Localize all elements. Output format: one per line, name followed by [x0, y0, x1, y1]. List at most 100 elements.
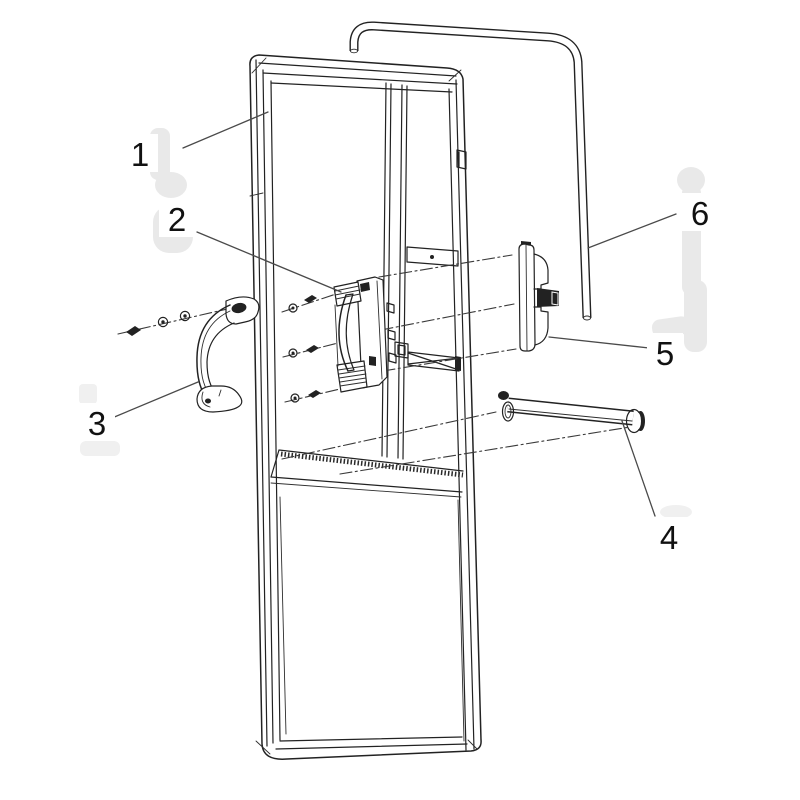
lock-unit [518, 241, 559, 352]
callout-1-bg [122, 134, 158, 172]
inner-handle-rib-top [333, 281, 362, 307]
lock-plate-line [525, 244, 528, 352]
screw [304, 295, 317, 303]
callout-5-label: 5 [656, 335, 674, 372]
leader-2 [196, 231, 342, 293]
leader-4 [621, 420, 656, 517]
window-mullion [381, 82, 408, 460]
washer-hole [183, 314, 187, 318]
handle-grip-inner [206, 322, 235, 397]
door-outer-outline [249, 54, 482, 760]
washer [288, 303, 298, 313]
sill-lower-line [270, 482, 462, 498]
washer-hole [161, 320, 165, 324]
handle-bottom-screw-head [205, 398, 211, 404]
exterior-handle [196, 296, 260, 413]
sill-hatch-strip [280, 451, 464, 478]
callout-5: 5 [647, 333, 683, 372]
lower-panel [279, 496, 465, 742]
inner-handle-plate-line [376, 280, 383, 380]
leader-1 [182, 111, 269, 149]
inner-handle-left-edge [334, 304, 339, 367]
frame-corner-seams [249, 57, 478, 755]
screw [126, 326, 141, 336]
rod-body [507, 399, 634, 424]
screw [306, 345, 319, 353]
rail-screw [430, 255, 434, 259]
watermark-blob [660, 505, 692, 519]
callout-4-bg [651, 517, 687, 555]
window-sill-rail [270, 449, 464, 498]
lock-bolt-tip [551, 291, 559, 306]
leader-6 [587, 213, 677, 249]
inner-handle-latch-blocks [360, 282, 376, 366]
washer [288, 348, 298, 358]
axis-inner-handle-to-lock [378, 254, 517, 372]
inner-grip-inner [345, 293, 355, 372]
washer [290, 393, 300, 403]
callout-6-label: 6 [691, 195, 709, 232]
door-top-frame-lines [258, 62, 458, 93]
leader-3 [111, 381, 199, 419]
door-right-frame-lines [448, 79, 475, 751]
tube-end-opening-bottom [582, 315, 592, 321]
handle-bottom-detail [201, 389, 222, 408]
rod-seam-line [508, 408, 633, 422]
inner-grip-outer [338, 294, 349, 372]
watermark-blob [684, 280, 707, 352]
grab-rail-tube [349, 21, 592, 321]
rod-right-cap-face [634, 412, 641, 430]
watermark-blob [79, 384, 97, 404]
axis-exterior-handle [117, 306, 237, 335]
callout-3-label: 3 [88, 405, 106, 442]
callout-6: 6 [682, 193, 718, 232]
latch-cross-rail [394, 341, 461, 372]
callout-2-bg [159, 199, 195, 237]
washer-hole [291, 306, 295, 310]
watermark-blob [651, 316, 691, 338]
upper-cross-rail [406, 246, 459, 267]
callout-5-bg [647, 333, 683, 371]
leader-5 [548, 336, 650, 349]
upper-rail-lines [406, 246, 459, 267]
handle-bottom-boss [196, 385, 243, 413]
door-left-frame-lines [255, 59, 281, 747]
axis-push-rod [281, 411, 631, 475]
door-bottom-frame-lines [275, 736, 468, 750]
interior-handle-unit [333, 276, 397, 393]
inner-handle-tabs [386, 302, 397, 364]
tube-body [350, 22, 591, 319]
door-frame [249, 54, 482, 760]
lock-front-plate [518, 243, 536, 352]
handle-top-screw-head [231, 302, 247, 314]
callout-2: 2 [159, 199, 195, 238]
callout-3: 3 [79, 403, 115, 442]
mounting-screws-door [288, 295, 321, 403]
latch-rail-endcap [455, 356, 461, 371]
mullion-lines [381, 82, 408, 460]
rod-left-cap [501, 401, 515, 422]
callout-4: 4 [651, 517, 687, 556]
rod-left-knob [498, 391, 509, 400]
lock-housing [533, 253, 549, 346]
callout-2-label: 2 [168, 201, 186, 238]
watermark-blob [155, 172, 187, 198]
rod-left-cap-ring [504, 404, 512, 419]
watermark-ghosts [79, 128, 707, 519]
watermark-blob [80, 441, 120, 456]
callout-1: 1 [122, 134, 158, 173]
tube-end-opening-top [349, 48, 359, 54]
latch-keeper [394, 341, 409, 359]
push-rod [498, 391, 645, 434]
sill-lines [270, 449, 464, 493]
washer-hole [293, 396, 297, 400]
latch-rail-lines [407, 351, 460, 372]
rib-bottom-hatch [337, 365, 367, 387]
screw [308, 390, 321, 398]
washer [179, 310, 191, 322]
mounting-screws-left [126, 310, 191, 336]
washer-hole [291, 351, 295, 355]
callout-4-label: 4 [660, 519, 678, 556]
